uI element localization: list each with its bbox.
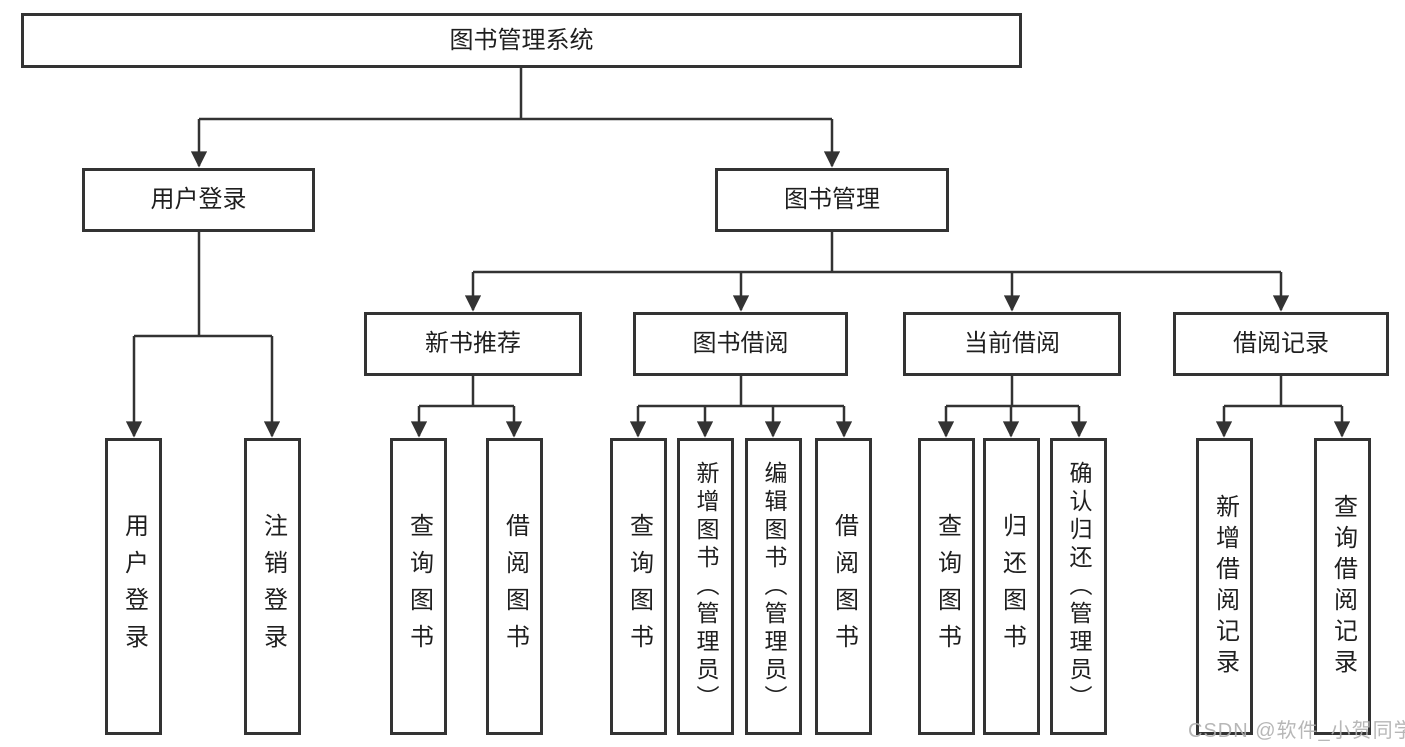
leaf-return-books-label: 归还图书 [998, 512, 1026, 661]
csdn-watermark: CSDN @软件_小贺同学 [1188, 720, 1405, 742]
node-current-borrow: 当前借阅 [903, 312, 1121, 376]
node-new-book-recommend: 新书推荐 [364, 312, 582, 376]
leaf-borrow-books: 借阅图书 [815, 438, 872, 735]
leaf-add-borrow-record: 新增借阅记录 [1196, 438, 1253, 735]
leaf-logout: 注销登录 [244, 438, 301, 735]
leaf-confirm-return-admin-label: 确认归还（管理员） [1066, 460, 1092, 713]
node-borrow-records: 借阅记录 [1173, 312, 1389, 376]
leaf-current-query-books-label: 查询图书 [933, 512, 961, 661]
node-root: 图书管理系统 [21, 13, 1022, 68]
leaf-confirm-return-admin: 确认归还（管理员） [1050, 438, 1107, 735]
leaf-user-login-label: 用户登录 [120, 512, 148, 661]
leaf-newbook-query-books: 查询图书 [390, 438, 447, 735]
leaf-edit-books-admin: 编辑图书（管理员） [745, 438, 802, 735]
node-borrow-records-label: 借阅记录 [1233, 330, 1329, 357]
node-book-borrow-label: 图书借阅 [692, 330, 789, 357]
leaf-add-books-admin: 新增图书（管理员） [677, 438, 734, 735]
node-book-borrow: 图书借阅 [633, 312, 848, 376]
leaf-add-borrow-record-label: 新增借阅记录 [1211, 493, 1239, 680]
node-current-borrow-label: 当前借阅 [964, 330, 1060, 357]
leaf-borrow-query-books: 查询图书 [610, 438, 667, 735]
leaf-borrow-query-books-label: 查询图书 [625, 512, 653, 661]
node-new-book-recommend-label: 新书推荐 [425, 330, 521, 357]
leaf-newbook-borrow-books: 借阅图书 [486, 438, 543, 735]
leaf-user-login: 用户登录 [105, 438, 162, 735]
leaf-newbook-borrow-books-label: 借阅图书 [501, 512, 529, 661]
leaf-query-borrow-record: 查询借阅记录 [1314, 438, 1371, 735]
leaf-current-query-books: 查询图书 [918, 438, 975, 735]
leaf-add-books-admin-label: 新增图书（管理员） [693, 460, 719, 713]
leaf-logout-label: 注销登录 [259, 512, 287, 661]
leaf-query-borrow-record-label: 查询借阅记录 [1329, 493, 1357, 680]
node-book-management-label: 图书管理 [784, 186, 880, 213]
leaf-newbook-query-books-label: 查询图书 [405, 512, 433, 661]
node-root-label: 图书管理系统 [449, 26, 594, 54]
node-user-login-label: 用户登录 [150, 186, 247, 213]
node-book-management: 图书管理 [715, 168, 949, 232]
leaf-return-books: 归还图书 [983, 438, 1040, 735]
node-user-login: 用户登录 [82, 168, 315, 232]
leaf-borrow-books-label: 借阅图书 [830, 512, 858, 661]
leaf-edit-books-admin-label: 编辑图书（管理员） [761, 460, 787, 713]
